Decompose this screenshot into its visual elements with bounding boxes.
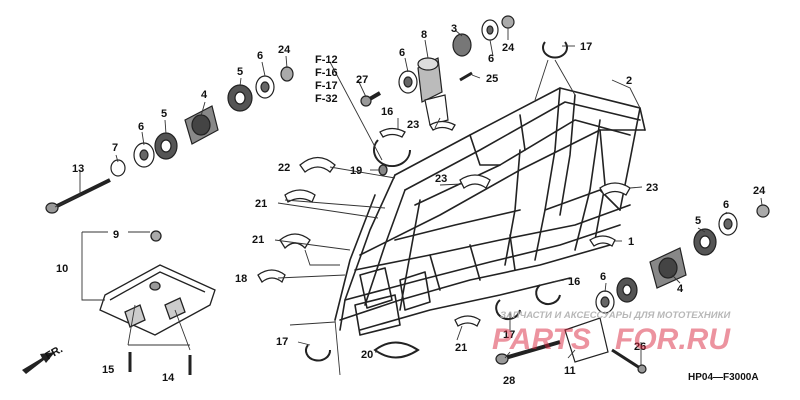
callout-c17a: 17 <box>580 41 592 53</box>
top-center-parts <box>360 15 515 126</box>
band-16-left <box>373 139 412 168</box>
leader-lines <box>54 28 763 376</box>
front-direction-arrow: FR. <box>22 343 65 374</box>
band-17-mid <box>535 284 561 306</box>
callout-c6e: 6 <box>723 199 729 211</box>
callout-c23a: 23 <box>407 119 419 131</box>
callout-c8: 8 <box>421 29 427 41</box>
band-17-low <box>495 299 521 321</box>
clamp-23-right <box>599 182 631 196</box>
callout-c17c: 17 <box>503 329 515 341</box>
callout-c1: 1 <box>628 236 634 248</box>
clamp-21-low <box>454 315 481 327</box>
callout-c21b: 21 <box>252 234 264 246</box>
callout-c25: 25 <box>486 73 498 85</box>
clamps <box>257 41 631 362</box>
arrow-icon <box>22 352 55 374</box>
callout-c6b: 6 <box>138 121 144 133</box>
nut-24-right <box>756 204 770 218</box>
diagram-code: HP04—F3000A <box>688 372 759 383</box>
callout-c21a: 21 <box>255 198 267 210</box>
callout-c27: 27 <box>356 74 368 86</box>
ref-2: F-17 <box>315 80 338 92</box>
callout-c3: 3 <box>451 23 457 35</box>
reference-block: F-12 F-16 F-17 F-32 <box>315 54 338 105</box>
callout-c7: 7 <box>112 142 118 154</box>
callout-c24b: 24 <box>502 42 515 54</box>
grommet-19 <box>378 164 388 176</box>
callout-c20: 20 <box>361 349 373 361</box>
adjuster-3 <box>452 33 472 57</box>
clamp-16-upper <box>379 127 406 138</box>
callout-c21c: 21 <box>455 342 467 354</box>
callout-c17b: 17 <box>276 336 288 348</box>
bolt-25 <box>459 71 473 82</box>
right-pivot-parts <box>495 204 770 374</box>
callout-c23b: 23 <box>435 173 447 185</box>
callout-c16b: 16 <box>568 276 580 288</box>
callout-c16a: 16 <box>381 106 393 118</box>
left-pivot-parts <box>45 66 294 214</box>
callout-c6d: 6 <box>488 53 494 65</box>
clamp-23-mid <box>459 174 491 189</box>
callout-c24a: 24 <box>278 44 291 56</box>
callout-c19: 19 <box>350 165 362 177</box>
bracket-11 <box>564 317 609 363</box>
callout-c9: 9 <box>113 229 119 241</box>
callout-c23c: 23 <box>646 182 658 194</box>
callout-c11: 11 <box>564 365 576 377</box>
watermark: ЗАПЧАСТИ И АКСЕССУАРЫ ДЛЯ МОТОТЕХНИКИ PA… <box>492 310 731 356</box>
callout-c4a: 4 <box>201 89 208 101</box>
callout-c10: 10 <box>56 263 68 275</box>
callout-c5b: 5 <box>161 108 167 120</box>
callout-c13: 13 <box>72 163 84 175</box>
band-20 <box>373 341 420 359</box>
callout-c6f: 6 <box>600 271 606 283</box>
callout-c26: 26 <box>634 341 646 353</box>
skid-plate <box>99 230 216 375</box>
nut-9 <box>150 230 162 242</box>
callout-c6a: 6 <box>257 50 263 62</box>
clamp-21-mid <box>279 233 311 250</box>
nut-24-top <box>501 15 515 29</box>
ref-1: F-16 <box>315 67 338 79</box>
band-17-top <box>542 41 568 59</box>
clamp-23-left <box>429 120 456 131</box>
ref-0: F-12 <box>315 54 338 66</box>
band-17-left <box>305 344 332 362</box>
bolt-26 <box>611 348 641 370</box>
fr-label: FR. <box>44 343 65 362</box>
callout-c5c: 5 <box>695 215 701 227</box>
callout-c6c: 6 <box>399 47 405 59</box>
collar-7 <box>110 159 126 177</box>
watermark-brand-right: FOR.RU <box>615 323 731 356</box>
callout-labels: 1 2 3 4 4 5 5 5 6 6 6 6 6 6 7 8 9 10 11 … <box>56 23 766 387</box>
clamp-22 <box>299 156 336 173</box>
callout-c18: 18 <box>235 273 247 285</box>
clamp-1 <box>589 235 616 247</box>
callout-c4b: 4 <box>677 283 684 295</box>
callout-c14: 14 <box>162 372 175 384</box>
clamp-18 <box>257 269 286 284</box>
callout-c28: 28 <box>503 375 515 387</box>
ref-3: F-32 <box>315 93 338 105</box>
watermark-brand-left: PARTS <box>492 323 591 356</box>
bolt-28 <box>504 340 561 360</box>
callout-c22: 22 <box>278 162 290 174</box>
bracket-top <box>424 94 449 126</box>
callout-c5a: 5 <box>237 66 243 78</box>
watermark-tagline: ЗАПЧАСТИ И АКСЕССУАРЫ ДЛЯ МОТОТЕХНИКИ <box>500 310 730 321</box>
callout-c15: 15 <box>102 364 114 376</box>
callout-c2: 2 <box>626 75 632 87</box>
callout-c24c: 24 <box>753 185 766 197</box>
nut-24-left <box>280 66 294 82</box>
